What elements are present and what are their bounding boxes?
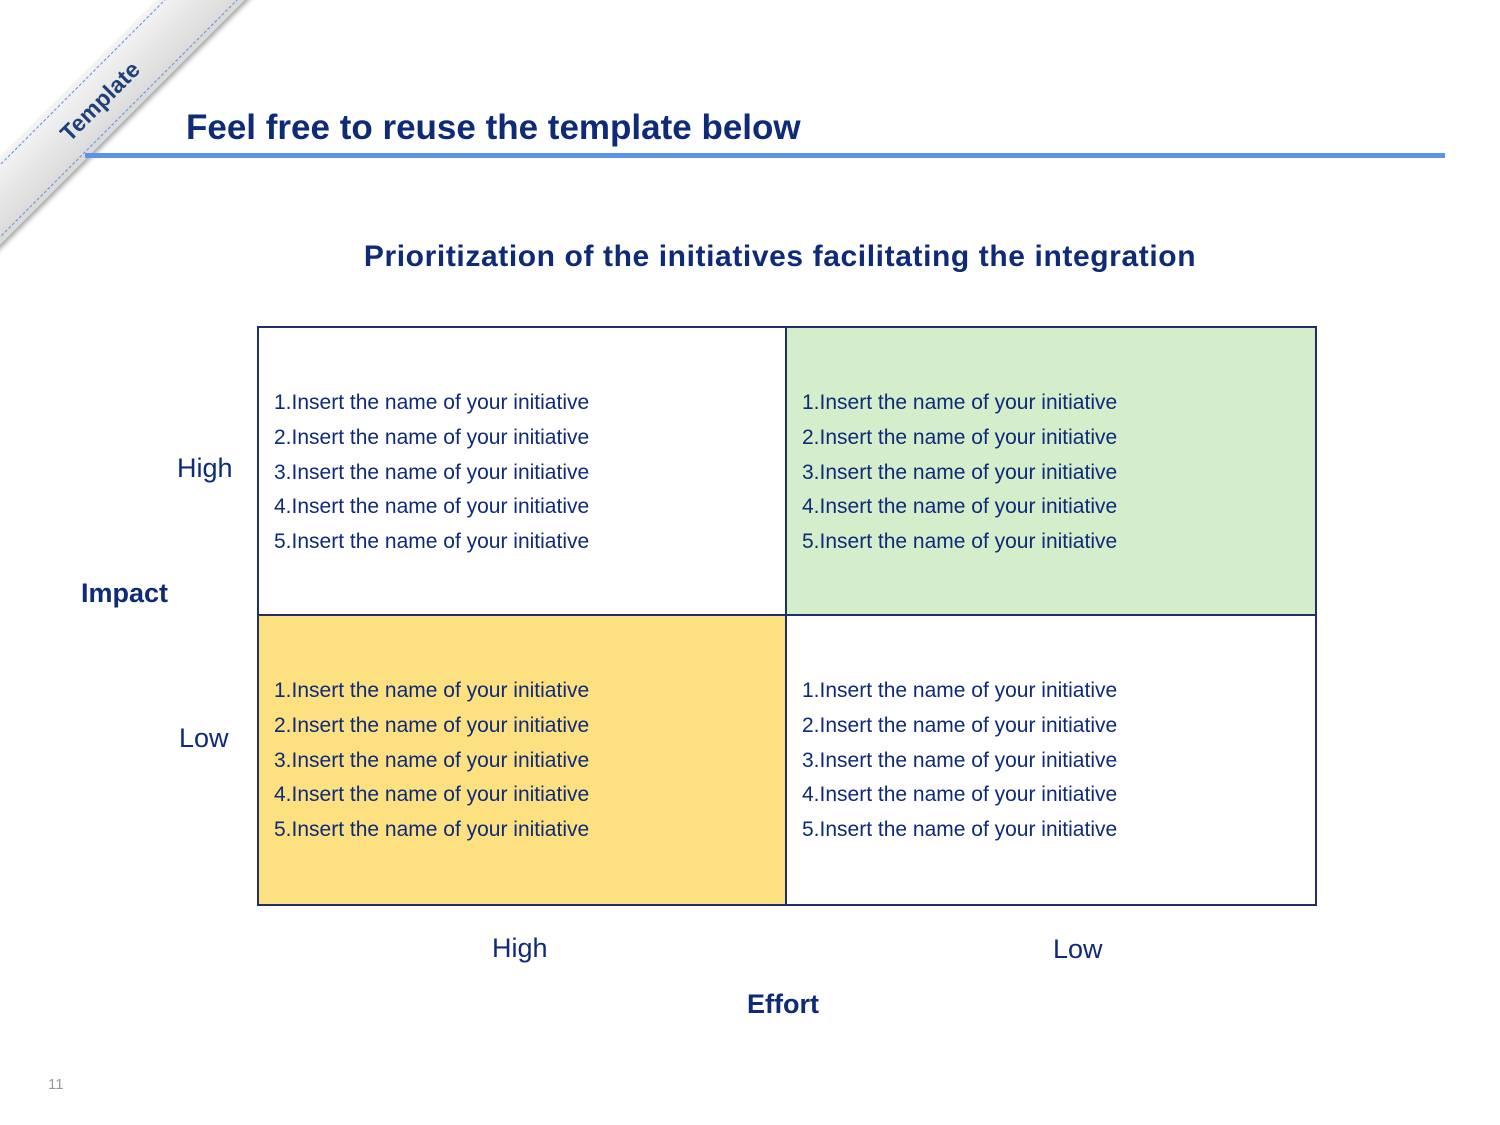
page-number: 11 bbox=[48, 1076, 64, 1093]
initiative-item: 1.Insert the name of your initiative bbox=[274, 679, 590, 702]
matrix-title: Prioritization of the initiatives facili… bbox=[363, 240, 1197, 273]
initiative-item: 4.Insert the name of your initiative bbox=[802, 495, 1118, 519]
initiative-item: 2.Insert the name of your initiative bbox=[274, 425, 590, 449]
initiative-item: 2.Insert the name of your initiative bbox=[802, 713, 1118, 737]
initiative-item: 1.Insert the name of your initiative bbox=[802, 391, 1118, 414]
initiative-item: 1.Insert the name of your initiative bbox=[802, 679, 1118, 702]
quadrant-low-impact-high-effort: 1.Insert the name of your initiative 2.I… bbox=[259, 616, 787, 904]
y-axis-high-label: High bbox=[177, 453, 233, 483]
initiative-item: 4.Insert the name of your initiative bbox=[274, 495, 590, 519]
initiative-item: 4.Insert the name of your initiative bbox=[802, 783, 1118, 807]
initiative-list: 1.Insert the name of your initiative 2.I… bbox=[802, 386, 1117, 560]
x-axis-high-label: High bbox=[492, 933, 548, 963]
initiative-item: 3.Insert the name of your initiative bbox=[274, 748, 590, 772]
initiative-item: 2.Insert the name of your initiative bbox=[274, 713, 590, 737]
initiative-list: 1.Insert the name of your initiative 2.I… bbox=[274, 674, 589, 848]
page-title: Feel free to reuse the template below bbox=[186, 108, 801, 147]
initiative-list: 1.Insert the name of your initiative 2.I… bbox=[802, 674, 1117, 848]
initiative-list: 1.Insert the name of your initiative 2.I… bbox=[274, 386, 589, 560]
initiative-item: 5.Insert the name of your initiative bbox=[274, 818, 590, 842]
priority-matrix: 1.Insert the name of your initiative 2.I… bbox=[257, 326, 1317, 906]
y-axis-title: Impact bbox=[81, 578, 169, 608]
x-axis-title: Effort bbox=[747, 989, 819, 1019]
initiative-item: 4.Insert the name of your initiative bbox=[274, 783, 590, 807]
template-ribbon-label: Template bbox=[54, 55, 145, 146]
initiative-item: 2.Insert the name of your initiative bbox=[802, 425, 1118, 449]
y-axis-low-label: Low bbox=[179, 723, 229, 753]
initiative-item: 3.Insert the name of your initiative bbox=[802, 460, 1118, 484]
quadrant-high-impact-high-effort: 1.Insert the name of your initiative 2.I… bbox=[259, 328, 787, 616]
initiative-item: 3.Insert the name of your initiative bbox=[802, 748, 1118, 772]
initiative-item: 1.Insert the name of your initiative bbox=[274, 391, 590, 414]
initiative-item: 5.Insert the name of your initiative bbox=[802, 530, 1118, 554]
quadrant-low-impact-low-effort: 1.Insert the name of your initiative 2.I… bbox=[787, 616, 1315, 904]
title-underline bbox=[85, 153, 1445, 158]
initiative-item: 5.Insert the name of your initiative bbox=[274, 530, 590, 554]
quadrant-high-impact-low-effort: 1.Insert the name of your initiative 2.I… bbox=[787, 328, 1315, 616]
initiative-item: 3.Insert the name of your initiative bbox=[274, 460, 590, 484]
initiative-item: 5.Insert the name of your initiative bbox=[802, 818, 1118, 842]
x-axis-low-label: Low bbox=[1053, 934, 1103, 964]
